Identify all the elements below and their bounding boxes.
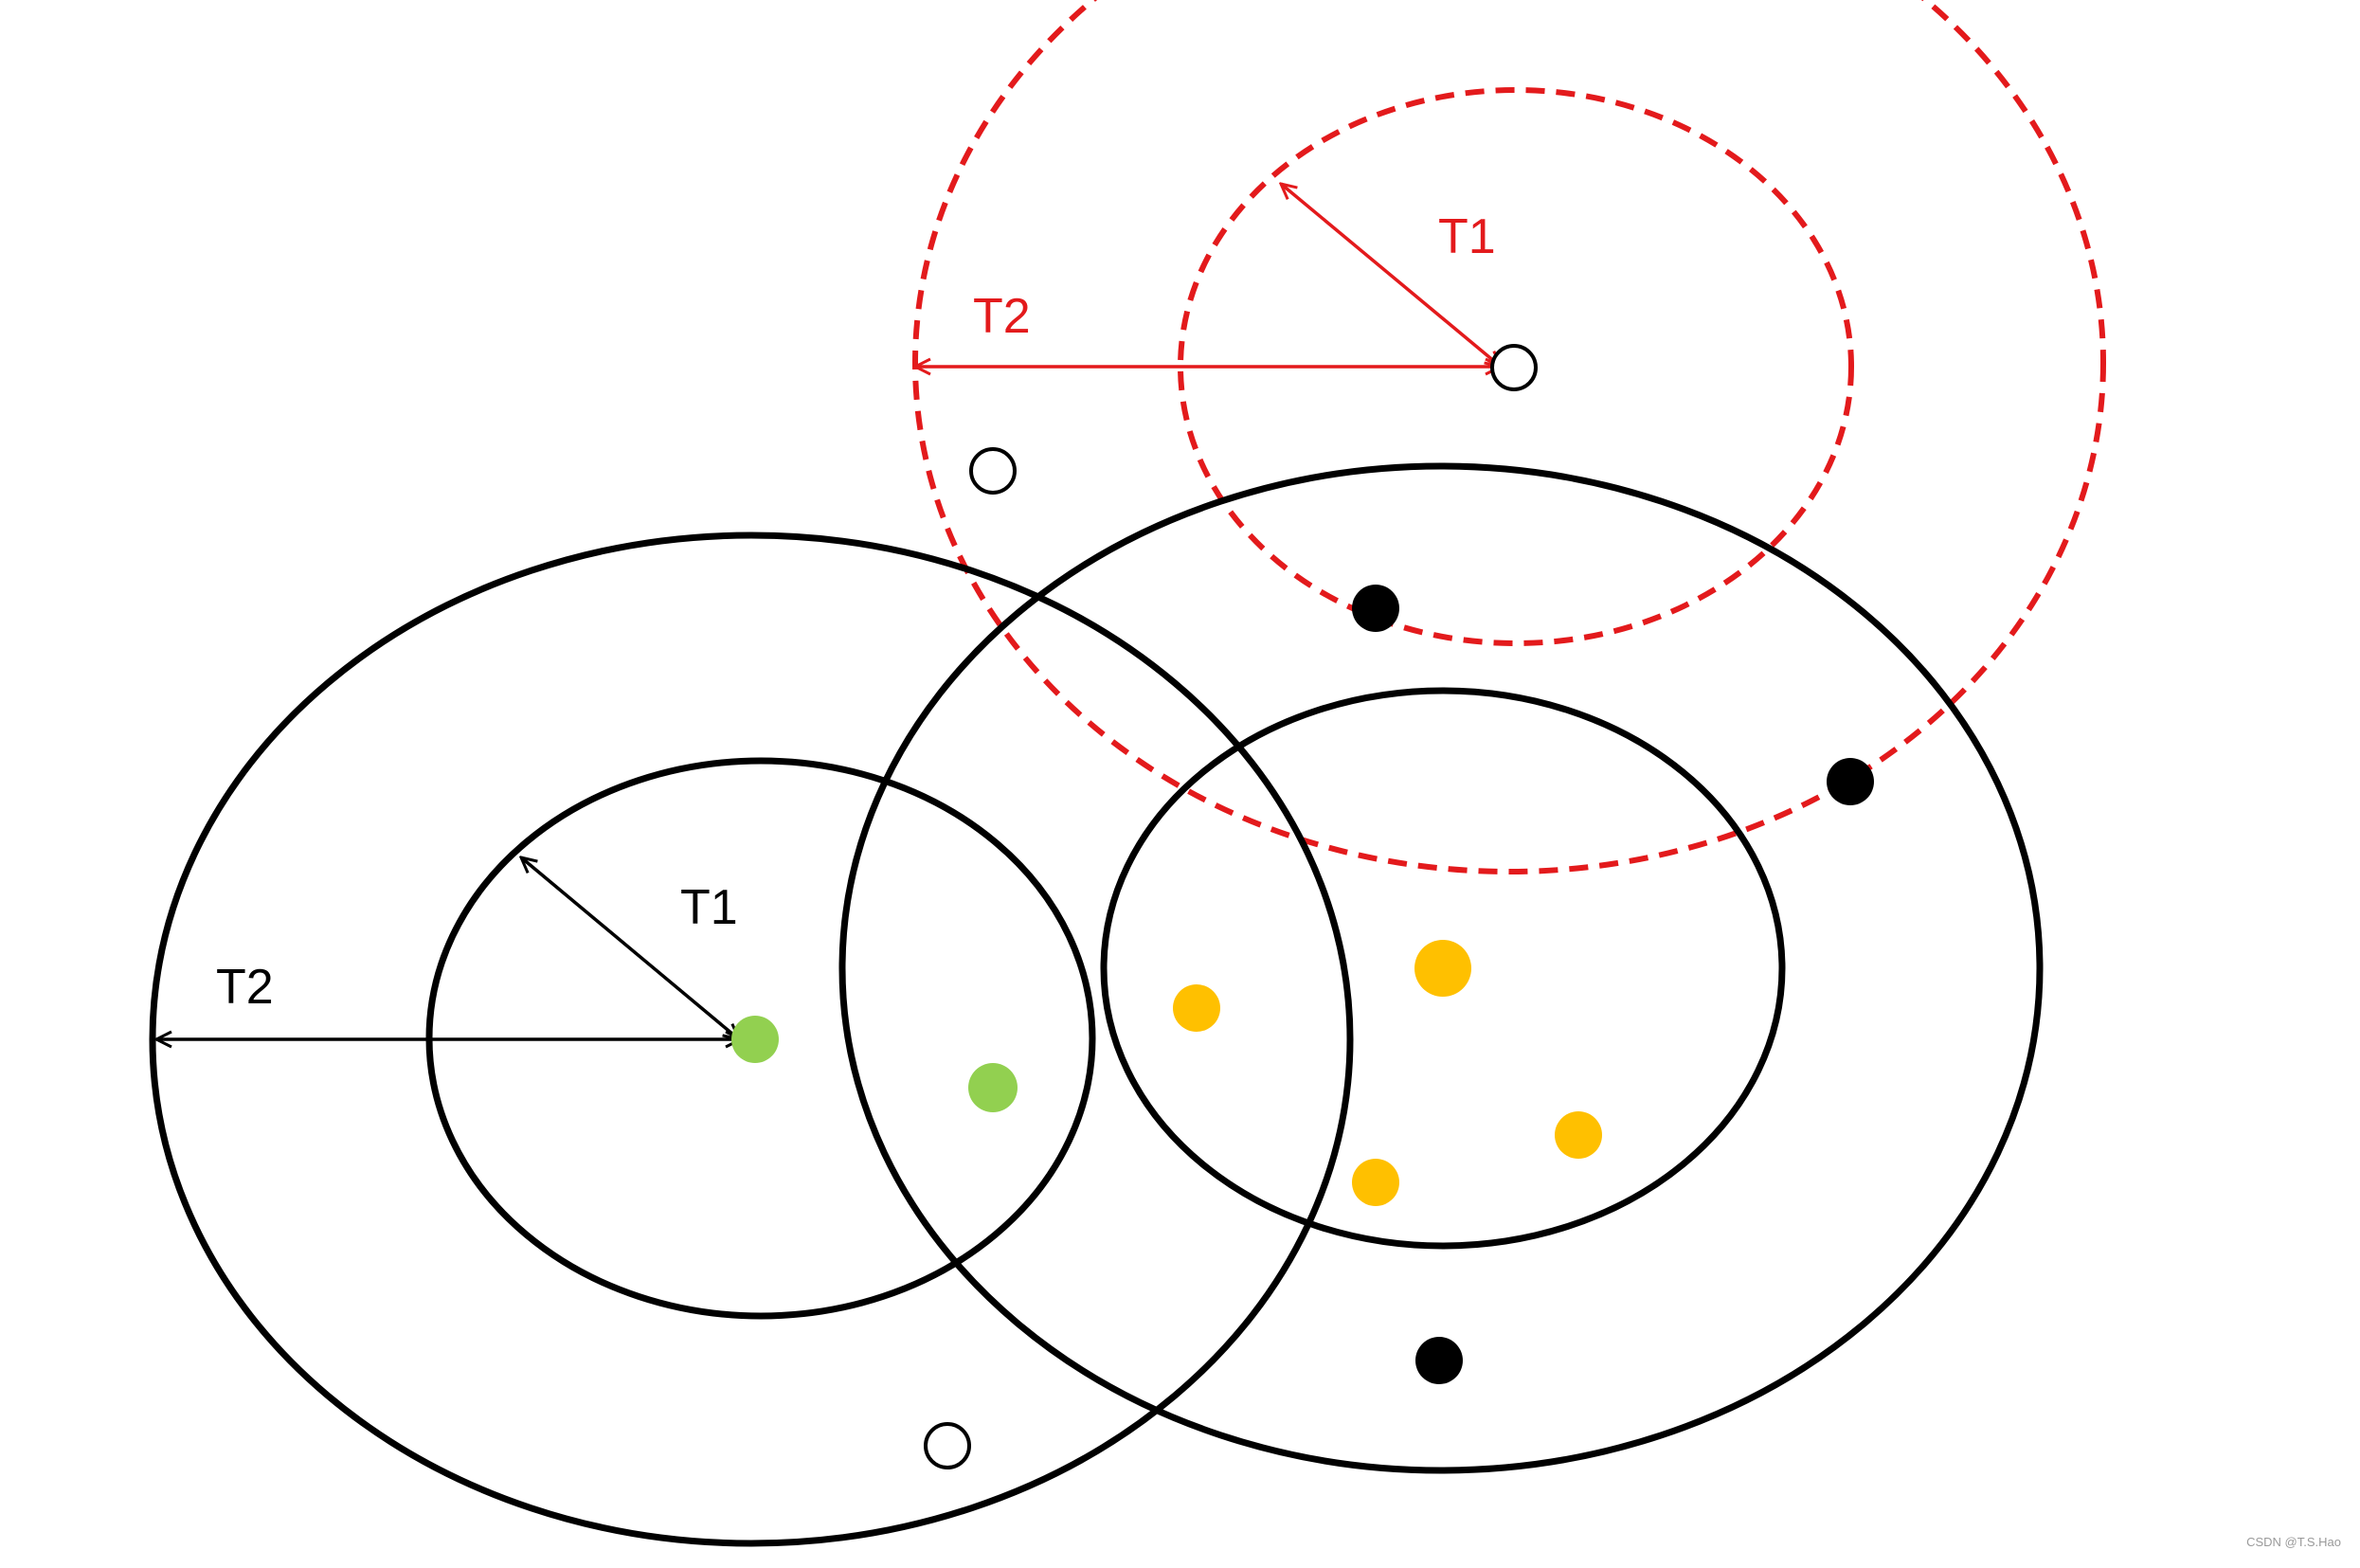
red-canopy: [912, 0, 2106, 874]
yellow-point: [1352, 1159, 1399, 1206]
red-canopy-inner-circle-t1: [1178, 87, 1854, 646]
black-point: [1827, 758, 1874, 805]
yellow-points: [1173, 940, 1602, 1206]
red-t2-label: T2: [973, 289, 1031, 344]
black-point: [1352, 585, 1399, 632]
black-t2-label: T2: [216, 960, 274, 1015]
yellow-point: [1173, 984, 1220, 1032]
hollow-point-red-center: [1490, 344, 1538, 391]
red-canopy-outer-circle-t2: [912, 0, 2106, 874]
red-t1-label: T1: [1438, 209, 1496, 264]
yellow-point-right-center: [1414, 940, 1471, 997]
hollow-point: [969, 447, 1017, 495]
black-point: [1415, 1337, 1463, 1384]
right-canopy-inner-circle-t1: [1100, 687, 1786, 1250]
black-radius-arrows: [156, 857, 741, 1039]
right-black-canopy: [838, 462, 2044, 1474]
right-canopy-outer-circle-t2: [838, 462, 2044, 1474]
black-points: [1352, 585, 1874, 1384]
watermark: CSDN @T.S.Hao: [2246, 1535, 2341, 1549]
green-points: [731, 1016, 1018, 1112]
hollow-point: [924, 1422, 971, 1469]
yellow-point: [1555, 1111, 1602, 1159]
black-t1-label: T1: [680, 880, 738, 935]
green-point: [968, 1063, 1018, 1112]
green-point-left-center: [731, 1016, 779, 1063]
left-canopy-outer-circle-t2: [149, 532, 1354, 1547]
hollow-points: [924, 344, 1538, 1469]
red-radius-arrows: [915, 184, 1501, 367]
red-t1-arrow: [1281, 184, 1501, 367]
black-t1-arrow: [521, 857, 739, 1039]
